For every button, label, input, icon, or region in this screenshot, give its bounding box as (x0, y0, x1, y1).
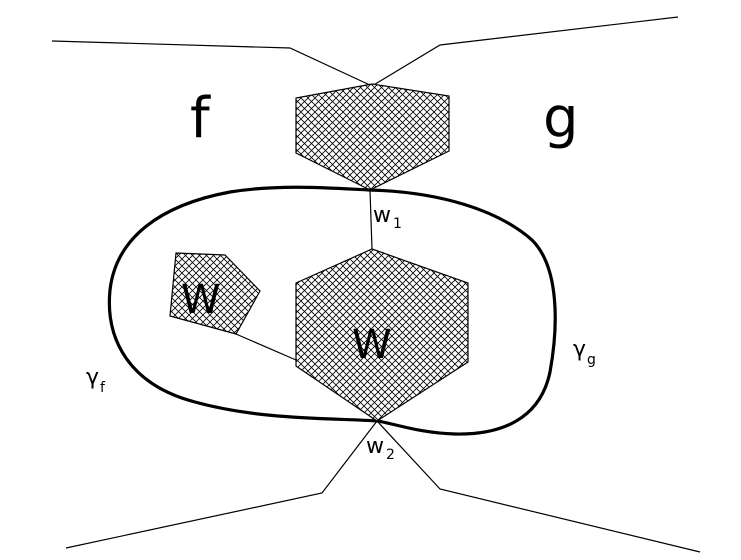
label-w1-sub: 1 (393, 216, 402, 232)
w1-connector (369, 189, 373, 250)
top-left-edge (51, 40, 373, 87)
label-w-big: W (352, 322, 392, 368)
label-w2-main: w (366, 434, 384, 459)
label-w1-main: w (373, 203, 391, 228)
label-gamma-f-main: γ (86, 365, 99, 390)
label-gamma-f-sub: f (100, 380, 106, 396)
label-gamma-g-main: γ (573, 337, 586, 362)
gamma-loop (107, 185, 557, 436)
label-gamma-g-sub: g (587, 352, 596, 368)
small-pentagon (169, 252, 261, 335)
label-gamma-g: γg (573, 337, 596, 368)
label-g: g (543, 86, 579, 151)
pentagon-connector (235, 333, 297, 361)
label-w2-sub: 2 (386, 447, 395, 463)
label-w-small: W (181, 277, 221, 323)
label-f: f (190, 86, 211, 151)
top-hexagon (295, 83, 450, 191)
bottom-right-edge (376, 420, 701, 553)
label-gamma-f: γf (86, 365, 106, 396)
bottom-left-edge (65, 420, 378, 549)
top-right-edge (371, 16, 679, 87)
